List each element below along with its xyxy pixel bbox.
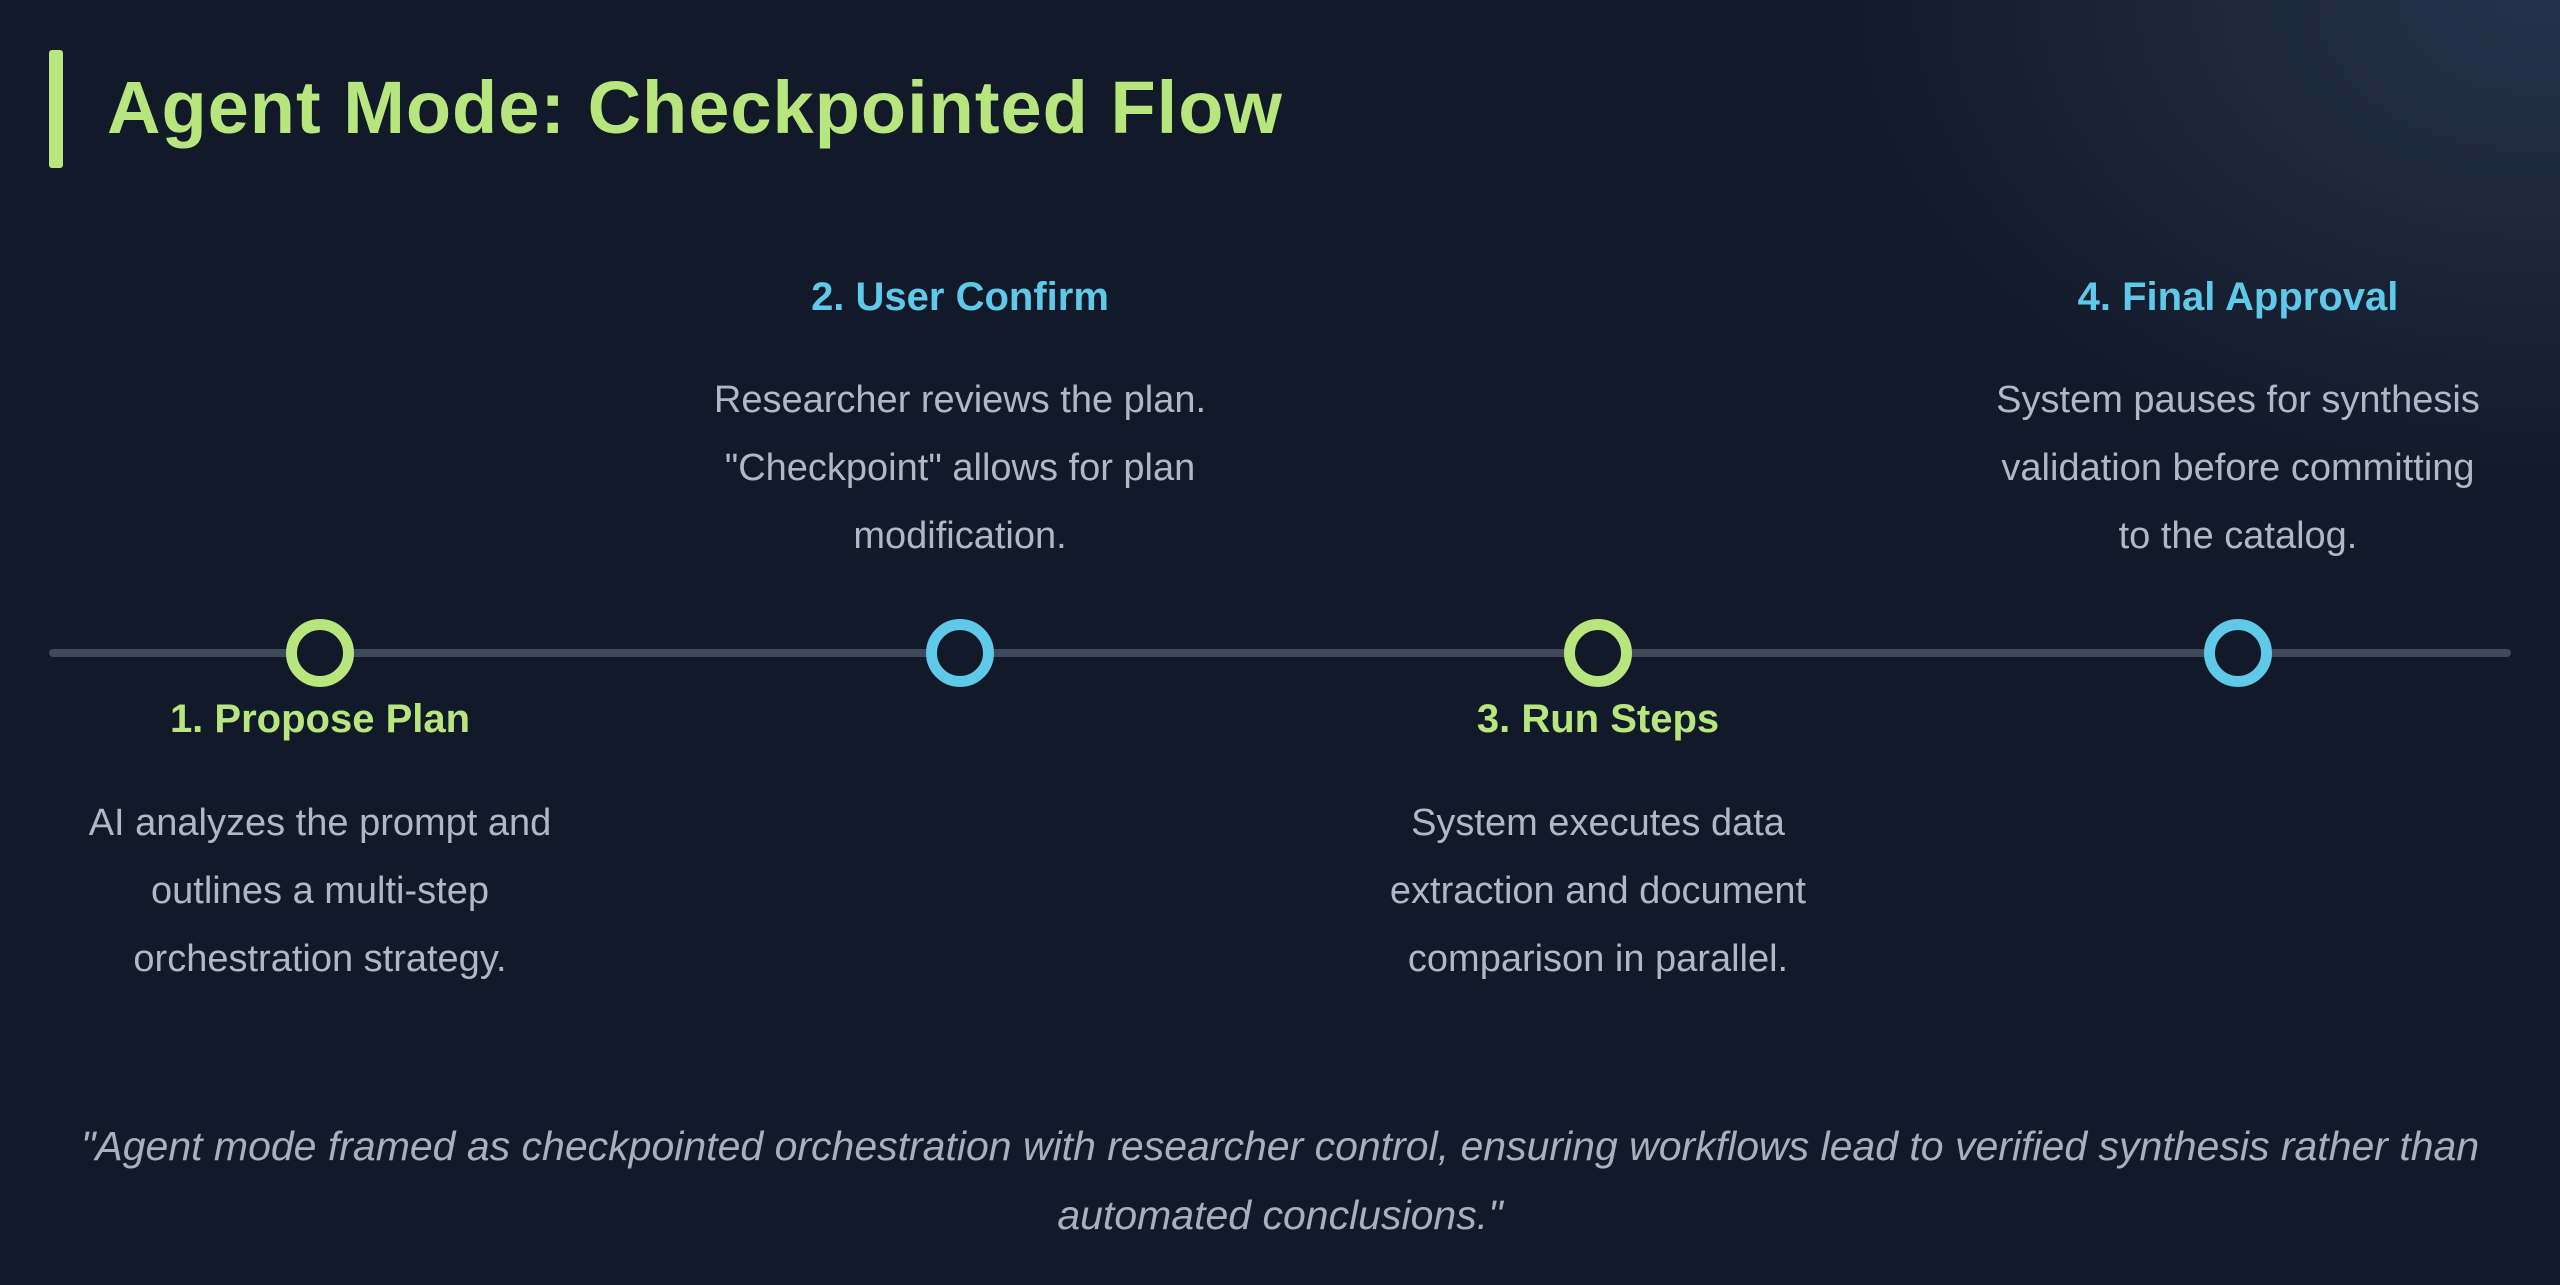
- timeline-node-2: [926, 619, 994, 687]
- summary-quote: "Agent mode framed as checkpointed orche…: [80, 1123, 2480, 1238]
- title-accent-bar: [49, 50, 63, 168]
- step-2-label: 2. User Confirm: [811, 275, 1109, 319]
- timeline-node-1: [286, 619, 354, 687]
- step-4-label: 4. Final Approval: [2077, 275, 2399, 319]
- timeline-node-4: [2204, 619, 2272, 687]
- step-1-description: AI analyzes the prompt and outlines a mu…: [88, 802, 552, 980]
- step-4-description: System pauses for synthesis validation b…: [1996, 379, 2480, 557]
- page-title: Agent Mode: Checkpointed Flow: [107, 66, 1283, 149]
- timeline-line: [49, 649, 2511, 657]
- timeline-node-3: [1564, 619, 1632, 687]
- step-1-label: 1. Propose Plan: [169, 697, 471, 741]
- step-3-label: 3. Run Steps: [1476, 697, 1720, 741]
- step-2-description: Researcher reviews the plan. "Checkpoint…: [713, 379, 1207, 557]
- title-block: Agent Mode: Checkpointed Flow: [49, 48, 1283, 168]
- step-3-description: System executes data extraction and docu…: [1389, 802, 1807, 980]
